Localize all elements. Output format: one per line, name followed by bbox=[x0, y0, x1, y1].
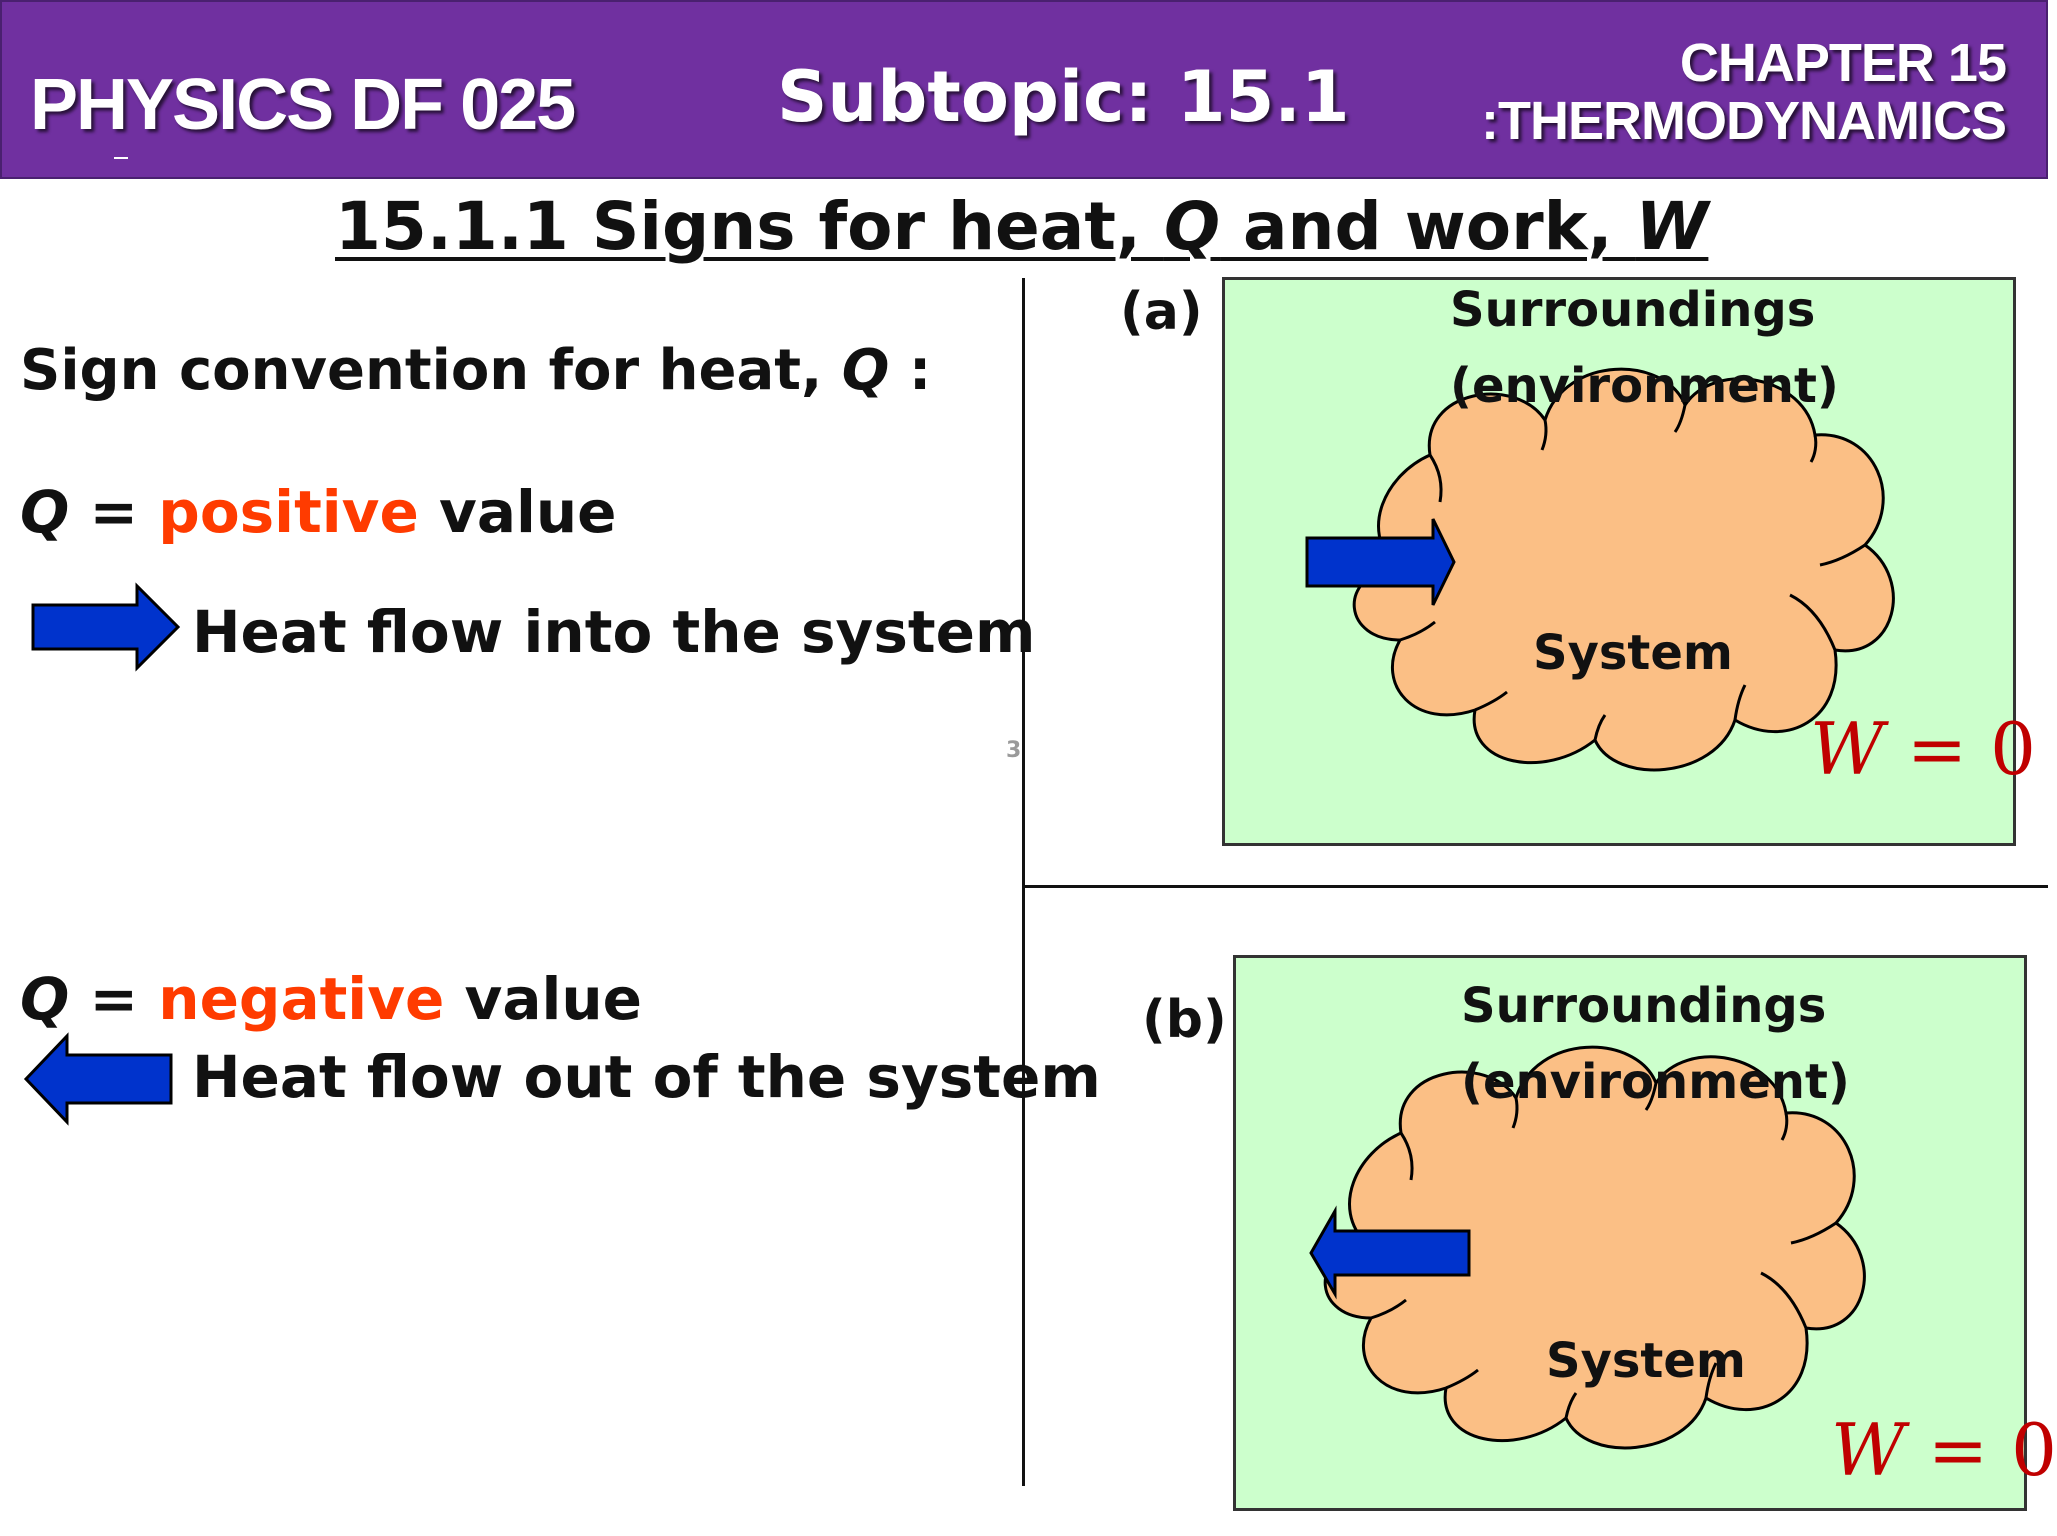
convention-prefix: Sign convention for heat, bbox=[20, 338, 842, 403]
diagram-b-panel: Surroundings (environment) System W = 0 bbox=[1233, 955, 2057, 1511]
positive-word: positive bbox=[158, 478, 419, 546]
surroundings-text: Surroundings bbox=[1450, 282, 1816, 338]
page-number: 3 bbox=[1006, 738, 1022, 763]
arrow-into-system-icon bbox=[1305, 518, 1456, 606]
vertical-divider bbox=[1022, 278, 1025, 1486]
arrow-out-of-system-icon bbox=[1309, 1205, 1471, 1300]
right-arrow-icon bbox=[31, 582, 181, 672]
subtopic-label: Subtopic: 15.1 bbox=[777, 56, 1350, 138]
system-cloud bbox=[1309, 1045, 1866, 1450]
w-value: = 0 bbox=[1905, 1408, 2057, 1492]
system-label: System bbox=[1533, 625, 1733, 681]
header-dash bbox=[114, 157, 128, 159]
title-prefix: 15.1.1 Signs for heat, bbox=[335, 188, 1164, 265]
heat-into-description: Heat flow into the system bbox=[192, 598, 1036, 666]
diagram-a-panel: Surroundings (environment) System W = 0 bbox=[1222, 277, 2036, 846]
q-positive-line: Q = positive value bbox=[20, 478, 616, 546]
convention-q: Q bbox=[841, 338, 890, 403]
diagram-b-label: (b) bbox=[1142, 990, 1227, 1050]
left-arrow-icon bbox=[23, 1032, 173, 1126]
header-bar: PHYSICS DF 025 Subtopic: 15.1 CHAPTER 15… bbox=[0, 0, 2048, 179]
course-code: PHYSICS DF 025 bbox=[30, 65, 576, 145]
title-q: Q bbox=[1163, 188, 1221, 265]
slide-title: 15.1.1 Signs for heat, Q and work, W bbox=[335, 188, 1708, 265]
chapter-line-1: CHAPTER 15 bbox=[1679, 33, 2007, 93]
surroundings-label: Surroundings (environment) bbox=[1461, 968, 1850, 1120]
environment-text: (environment) bbox=[1461, 1054, 1850, 1110]
value-word: value bbox=[418, 478, 617, 546]
w-symbol: W bbox=[1831, 1408, 1906, 1492]
work-equation: W = 0 bbox=[1831, 1408, 2057, 1492]
system-cloud bbox=[1305, 367, 1895, 772]
heat-out-description: Heat flow out of the system bbox=[192, 1043, 1101, 1111]
negative-word: negative bbox=[158, 965, 445, 1033]
convention-suffix: : bbox=[889, 338, 932, 403]
title-w: W bbox=[1635, 188, 1709, 265]
surroundings-label: Surroundings (environment) bbox=[1450, 272, 1839, 424]
q-symbol: Q bbox=[20, 478, 70, 546]
chapter-line-2: :THERMODYNAMICS bbox=[1481, 91, 2007, 151]
q-negative-line: Q = negative value bbox=[20, 965, 642, 1033]
work-equation: W = 0 bbox=[1810, 707, 2036, 791]
horizontal-divider bbox=[1022, 885, 2048, 888]
value-word: value bbox=[444, 965, 642, 1033]
w-value: = 0 bbox=[1884, 707, 2036, 791]
equals: = bbox=[69, 478, 159, 546]
system-label: System bbox=[1546, 1333, 1746, 1389]
title-mid: and work, bbox=[1220, 188, 1636, 265]
surroundings-text: Surroundings bbox=[1461, 978, 1827, 1034]
sign-convention-heading: Sign convention for heat, Q : bbox=[20, 338, 931, 403]
w-symbol: W bbox=[1810, 707, 1885, 791]
q-symbol: Q bbox=[20, 965, 70, 1033]
equals: = bbox=[69, 965, 159, 1033]
environment-text: (environment) bbox=[1450, 358, 1839, 414]
chapter-label: CHAPTER 15 :THERMODYNAMICS bbox=[1481, 33, 2007, 151]
diagram-a-label: (a) bbox=[1120, 282, 1203, 342]
